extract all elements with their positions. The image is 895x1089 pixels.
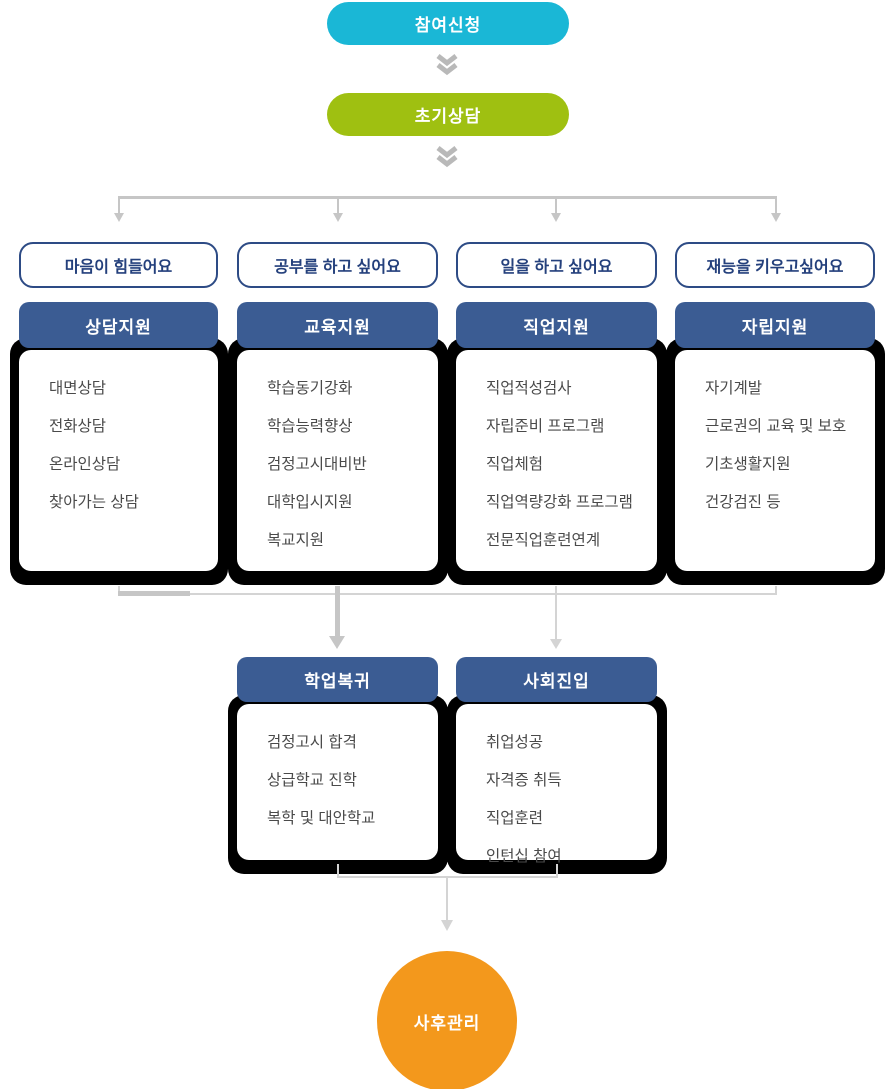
support-card-counseling: 상담지원 대면상담 전화상담 온라인상담 찾아가는 상담 xyxy=(10,302,228,585)
card-body: 자기계발 근로권의 교육 및 보호 기초생활지원 건강검진 등 xyxy=(675,350,875,571)
list-item: 기초생활지원 xyxy=(705,456,791,473)
branch-pill-feelings: 마음이 힘들어요 xyxy=(19,242,218,288)
support-card-education: 교육지원 학습동기강화 학습능력향상 검정고시대비반 대학입시지원 복교지원 xyxy=(228,302,448,585)
list-item: 직업역량강화 프로그램 xyxy=(486,494,633,511)
connector-line xyxy=(446,877,448,921)
outcome-card-school-return: 학업복귀 검정고시 합격 상급학교 진학 복학 및 대안학교 xyxy=(228,657,448,874)
connector-line xyxy=(775,586,777,594)
branch-drop-line xyxy=(775,199,777,214)
list-item: 직업훈련 xyxy=(486,810,544,827)
list-item: 건강검진 등 xyxy=(705,494,781,511)
list-item: 온라인상담 xyxy=(49,456,121,473)
connector-line xyxy=(118,591,190,596)
double-chevron-down-icon xyxy=(436,146,458,168)
support-card-vocation: 직업지원 직업적성검사 자립준비 프로그램 직업체험 직업역량강화 프로그램 전… xyxy=(447,302,667,585)
arrow-down-icon xyxy=(329,636,345,649)
card-body: 학습동기강화 학습능력향상 검정고시대비반 대학입시지원 복교지원 xyxy=(237,350,438,571)
arrow-down-icon xyxy=(441,920,453,931)
arrow-down-icon xyxy=(551,213,561,222)
outcome-card-society-entry: 사회진입 취업성공 자격증 취득 직업훈련 인턴십 참여 xyxy=(447,657,667,874)
list-item: 학습동기강화 xyxy=(267,380,353,397)
card-title: 교육지원 xyxy=(237,302,438,348)
followup-circle: 사후관리 xyxy=(377,951,517,1089)
list-item: 전화상담 xyxy=(49,418,107,435)
card-title: 자립지원 xyxy=(675,302,875,348)
connector-line xyxy=(337,864,339,877)
card-body: 직업적성검사 자립준비 프로그램 직업체험 직업역량강화 프로그램 전문직업훈련… xyxy=(456,350,657,571)
connector-line xyxy=(118,586,120,594)
list-item: 찾아가는 상담 xyxy=(49,494,139,511)
support-card-independence: 자립지원 자기계발 근로권의 교육 및 보호 기초생활지원 건강검진 등 xyxy=(666,302,885,585)
arrow-down-icon xyxy=(333,213,343,222)
connector-line xyxy=(556,864,558,877)
list-item: 검정고시대비반 xyxy=(267,456,367,473)
list-item: 대학입시지원 xyxy=(267,494,353,511)
card-title: 상담지원 xyxy=(19,302,218,348)
connector-line xyxy=(335,586,340,637)
card-body: 검정고시 합격 상급학교 진학 복학 및 대안학교 xyxy=(237,704,438,860)
list-item: 전문직업훈련연계 xyxy=(486,532,601,549)
connector-line xyxy=(118,593,777,595)
list-item: 복학 및 대안학교 xyxy=(267,810,376,827)
branch-pill-work: 일을 하고 싶어요 xyxy=(456,242,657,288)
list-item: 복교지원 xyxy=(267,532,325,549)
branch-drop-line xyxy=(555,199,557,214)
branch-connector-line xyxy=(118,196,777,199)
intake-step-pill: 초기상담 xyxy=(327,93,569,136)
apply-step-pill: 참여신청 xyxy=(327,2,569,45)
card-body: 대면상담 전화상담 온라인상담 찾아가는 상담 xyxy=(19,350,218,571)
branch-drop-line xyxy=(337,199,339,214)
list-item: 자기계발 xyxy=(705,380,763,397)
list-item: 자격증 취득 xyxy=(486,772,562,789)
list-item: 취업성공 xyxy=(486,734,544,751)
connector-line xyxy=(555,586,557,640)
card-title: 학업복귀 xyxy=(237,657,438,702)
list-item: 상급학교 진학 xyxy=(267,772,357,789)
arrow-down-icon xyxy=(114,213,124,222)
list-item: 학습능력향상 xyxy=(267,418,353,435)
branch-pill-study: 공부를 하고 싶어요 xyxy=(237,242,438,288)
list-item: 직업체험 xyxy=(486,456,544,473)
card-title: 사회진입 xyxy=(456,657,657,702)
double-chevron-down-icon xyxy=(436,54,458,76)
list-item: 인턴십 참여 xyxy=(486,848,562,865)
arrow-down-icon xyxy=(550,639,562,649)
branch-drop-line xyxy=(118,199,120,214)
list-item: 대면상담 xyxy=(49,380,107,397)
list-item: 검정고시 합격 xyxy=(267,734,357,751)
card-body: 취업성공 자격증 취득 직업훈련 인턴십 참여 xyxy=(456,704,657,865)
branch-pill-talent: 재능을 키우고싶어요 xyxy=(675,242,875,288)
card-title: 직업지원 xyxy=(456,302,657,348)
arrow-down-icon xyxy=(771,213,781,222)
list-item: 직업적성검사 xyxy=(486,380,572,397)
list-item: 자립준비 프로그램 xyxy=(486,418,605,435)
list-item: 근로권의 교육 및 보호 xyxy=(705,418,847,435)
